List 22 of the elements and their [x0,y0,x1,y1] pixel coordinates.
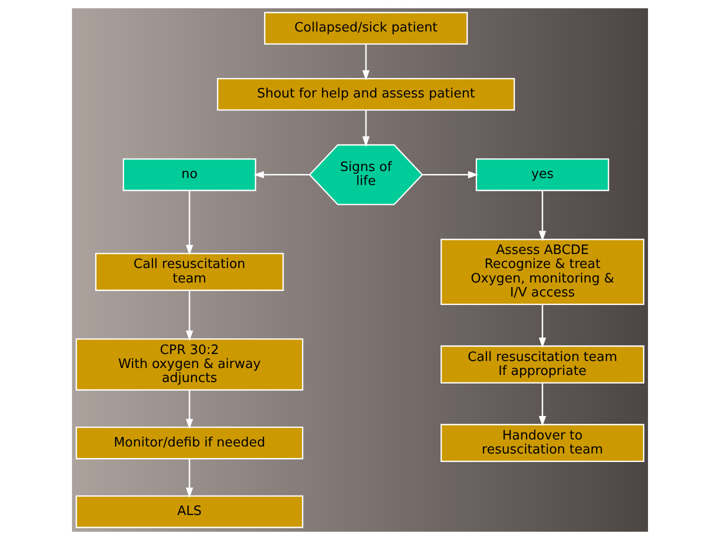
arrow [186,190,194,256]
arrow [254,171,310,178]
node-box: Collapsed/sick patient [264,12,468,45]
arrow [422,171,478,178]
arrow [362,110,370,147]
arrow [538,190,546,242]
node-box: CPR 30:2 With oxygen & airway adjuncts [76,338,304,391]
arrow [538,383,546,426]
node-box: Monitor/defib if needed [76,426,304,460]
node-box: no [122,158,256,192]
node-box: yes [476,158,610,192]
node-box: ALS [76,495,304,528]
arrow [538,304,546,348]
arrow [186,458,194,498]
node-box: Call resuscitation team [95,252,284,291]
arrow [362,44,370,81]
arrow [186,290,194,341]
arrow [186,390,194,430]
node-box: Shout for help and assess patient [216,78,515,111]
node-box: Handover to resuscitation team [440,424,644,462]
node-box: Assess ABCDE Recognize & treat Oxygen, monitoring & I/V access [440,238,644,306]
node-box: Call resuscitation team If appropriate [440,345,644,384]
